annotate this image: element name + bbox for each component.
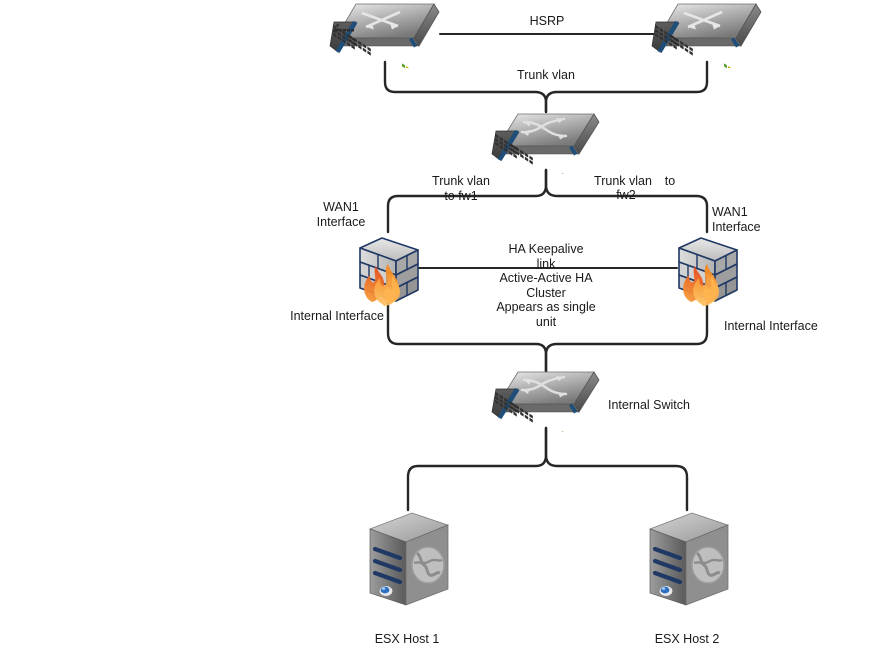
label-trunk-vlan-fw2-target: fw2 xyxy=(616,188,636,202)
node-distribution-switch[interactable] xyxy=(488,112,606,174)
label-internal-switch: Internal Switch xyxy=(608,398,690,412)
firewall-icon xyxy=(678,237,738,306)
label-internal-interface-right: Internal Interface xyxy=(724,319,818,333)
connector-internal-esx2 xyxy=(544,426,689,512)
node-internal-switch[interactable] xyxy=(488,370,606,432)
label-ha-keepalive: HA Keepalive link xyxy=(508,242,584,271)
label-trunk-vlan-fw2: Trunk vlan xyxy=(594,174,652,188)
node-firewall-2[interactable] xyxy=(671,228,743,308)
label-trunk-vlan: Trunk vlan xyxy=(517,68,575,82)
node-core-switch-1[interactable] xyxy=(326,0,444,68)
switch-icon xyxy=(491,371,600,432)
label-wan1-interface-right: WAN1 Interface xyxy=(712,205,761,234)
node-firewall-1[interactable] xyxy=(352,228,424,308)
server-icon xyxy=(648,512,730,606)
label-wan1-interface-left: WAN1 Interface xyxy=(316,200,366,229)
label-ha-cluster: Active-Active HA Cluster Appears as sing… xyxy=(496,271,596,329)
firewall-icon xyxy=(359,237,419,306)
switch-icon xyxy=(651,3,762,68)
label-esx-host-1: ESX Host 1 xyxy=(374,632,440,646)
node-esx-host-1[interactable] xyxy=(360,505,456,615)
label-trunk-vlan-fw2-to: to xyxy=(664,174,676,188)
label-trunk-vlan-fw1: Trunk vlan to fw1 xyxy=(432,174,490,203)
label-esx-host-2: ESX Host 2 xyxy=(654,632,720,646)
switch-icon xyxy=(329,3,440,68)
label-internal-interface-left: Internal Interface xyxy=(290,309,384,323)
switch-icon xyxy=(491,113,600,174)
label-hsrp: HSRP xyxy=(529,14,565,28)
node-esx-host-2[interactable] xyxy=(640,505,736,615)
node-core-switch-2[interactable] xyxy=(648,0,766,68)
connector-internal-esx1 xyxy=(406,426,548,512)
server-icon xyxy=(368,512,450,606)
